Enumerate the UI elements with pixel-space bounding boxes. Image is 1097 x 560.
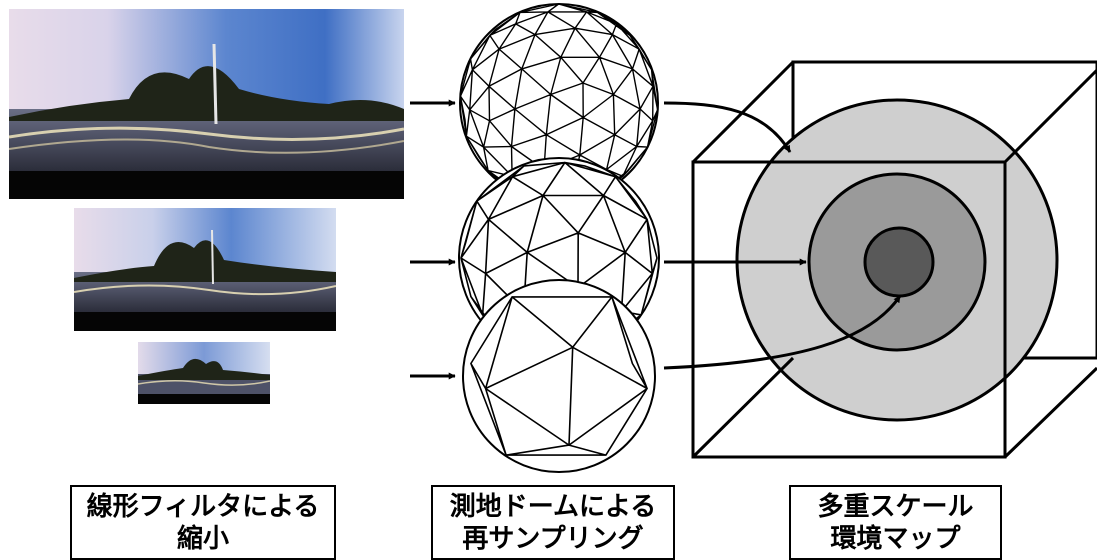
caption-line: 再サンプリング <box>462 524 644 554</box>
cube-edge <box>691 356 795 459</box>
dome-mesh <box>459 3 659 203</box>
caption-line: 線形フィルタによる <box>86 492 320 522</box>
geodesic-dome-coarse <box>462 279 656 473</box>
caption-geodesic-dome: 測地ドームによる 再サンプリング <box>431 485 675 560</box>
geodesic-dome-fine <box>459 3 659 203</box>
caption-line: 測地ドームによる <box>449 492 657 522</box>
inner-scale-disc <box>863 226 935 298</box>
caption-line: 環境マップ <box>830 524 961 554</box>
output-arrows <box>663 101 902 370</box>
arrow-to-inner-disc <box>663 295 902 370</box>
panorama-medium <box>74 208 336 331</box>
arrow-to-outer-disc <box>663 101 792 153</box>
input-arrows <box>410 99 456 380</box>
cube-edge <box>1003 366 1097 459</box>
cube-front-face <box>691 160 1007 459</box>
caption-line: 縮小 <box>176 524 229 554</box>
cube-edge <box>1003 68 1097 164</box>
environment-map-cube <box>691 60 1097 459</box>
panorama-large <box>9 9 404 199</box>
dome-outline <box>462 279 656 473</box>
caption-line: 多重スケール <box>817 492 974 522</box>
panorama-small <box>138 342 270 404</box>
caption-multiscale-map: 多重スケール 環境マップ <box>789 485 1002 560</box>
caption-linear-filter: 線形フィルタによる 縮小 <box>70 485 336 560</box>
dome-mesh <box>470 296 648 456</box>
